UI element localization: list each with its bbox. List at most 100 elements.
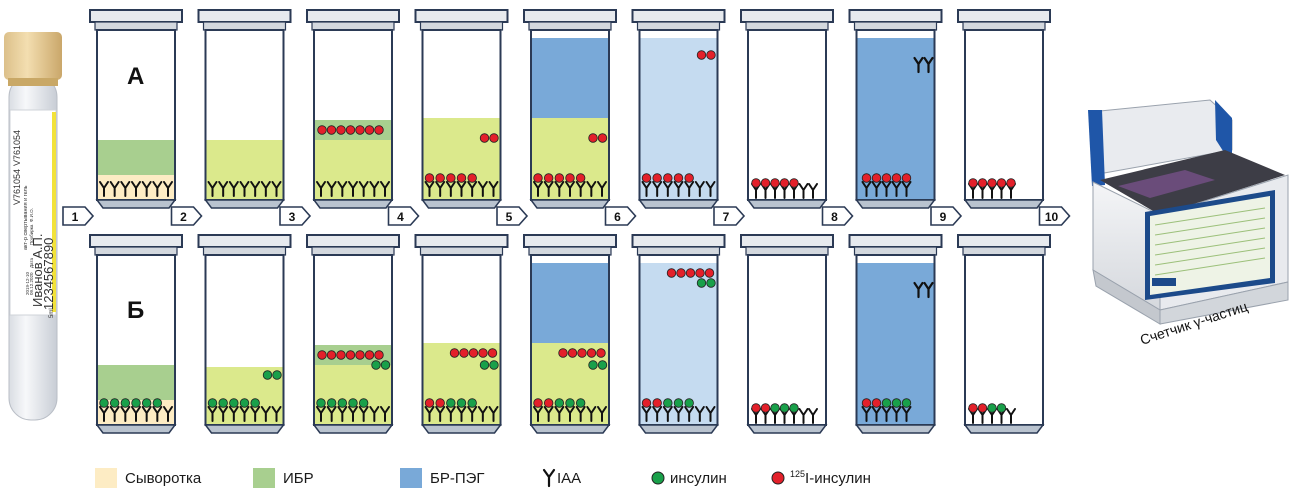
tube-bottom <box>312 424 394 434</box>
antibody-iaa <box>477 406 488 422</box>
tube-bottom <box>529 199 611 209</box>
free-labeled-insulin <box>666 268 677 278</box>
antibody-iaa <box>1006 408 1016 424</box>
tube-cap <box>197 9 292 23</box>
antibody-iaa <box>250 406 261 422</box>
antibody-row <box>533 406 607 422</box>
antibody-iaa <box>597 406 607 422</box>
test-tube <box>523 234 617 434</box>
step-number: 3 <box>289 210 296 224</box>
sample-id-2: V761054 <box>12 169 22 205</box>
peg-swatch <box>400 468 422 488</box>
patient-name: Иванов А.П. <box>30 234 45 308</box>
step-marker: 9 <box>930 206 963 226</box>
bound-labeled-insulin <box>533 173 543 183</box>
antibody-iaa <box>533 181 543 197</box>
antibody-iaa <box>554 406 565 422</box>
free-labeled-insulin <box>478 348 488 358</box>
sample-field-1: Ф.И.О. <box>29 208 34 222</box>
antibody-iaa <box>554 181 565 197</box>
bound-insulin <box>152 398 163 408</box>
tube-rim <box>853 246 938 256</box>
antibody-row <box>316 406 390 422</box>
bound-labeled-insulin <box>575 173 586 183</box>
labeled_insulin-dot <box>771 471 785 485</box>
step-marker: 3 <box>279 206 312 226</box>
antibody-iaa <box>326 181 337 197</box>
antibody-iaa <box>120 181 131 197</box>
bound-labeled-insulin <box>871 173 882 183</box>
bound-insulin <box>316 398 326 408</box>
free-labeled-insulin <box>567 348 578 358</box>
tube-rim <box>853 21 938 31</box>
antibody-iaa <box>141 181 152 197</box>
antibody-iaa <box>207 181 218 197</box>
step-number: 8 <box>831 210 838 224</box>
test-tube <box>197 234 292 434</box>
antibody-iaa <box>456 406 467 422</box>
bound-insulin <box>337 398 348 408</box>
antibody-iaa <box>163 406 173 422</box>
antibody-iaa <box>435 406 446 422</box>
bound-insulin <box>467 398 477 408</box>
bound-insulin <box>239 398 250 408</box>
bound-insulin <box>141 398 152 408</box>
antibody-iaa <box>316 181 326 197</box>
antibody-iaa <box>456 181 467 197</box>
free-labeled-insulin <box>326 350 337 360</box>
blood-sample-tube: V761054 V761054 акт-р свертывания и гель… <box>4 32 62 421</box>
free-insulin <box>489 360 499 370</box>
antibody-row <box>641 181 716 197</box>
antibody-row <box>533 181 607 197</box>
test-tube <box>848 9 943 209</box>
step-marker: 1 <box>62 206 95 226</box>
bound-insulin <box>996 403 1007 413</box>
legend-label: 125I-инсулин <box>790 469 871 487</box>
step-marker: 5 <box>496 206 529 226</box>
antibody-iaa <box>565 406 575 422</box>
antibody-iaa <box>881 181 892 197</box>
antibody-iaa <box>239 406 250 422</box>
free-labeled-insulin <box>345 350 356 360</box>
tube-cap <box>306 234 400 248</box>
bound-labeled-insulin <box>543 398 554 408</box>
step-number: 9 <box>940 210 947 224</box>
antibody-iaa <box>435 181 446 197</box>
tube-rim <box>636 21 721 31</box>
gamma-counter-device: Счетчик γ-частиц <box>1088 99 1289 348</box>
tube-bottom <box>855 424 936 434</box>
free-labeled-insulin <box>326 125 337 135</box>
step-number: 6 <box>614 210 621 224</box>
bound-labeled-insulin <box>871 398 882 408</box>
test-tube <box>957 234 1051 434</box>
step-marker: 7 <box>713 206 746 226</box>
antibody-iaa <box>380 406 390 422</box>
free-labeled-insulin <box>449 348 460 358</box>
step-number: 10 <box>1045 210 1059 224</box>
bound-labeled-insulin <box>751 403 761 413</box>
antibody-iaa <box>228 181 239 197</box>
ibr-layer <box>97 365 175 400</box>
tube-bottom <box>529 424 611 434</box>
antibody-iaa <box>424 181 435 197</box>
antibody-iaa <box>348 181 358 197</box>
step-marker: 4 <box>387 206 420 226</box>
step-arrow <box>821 206 854 226</box>
test-tube <box>957 9 1051 209</box>
antibody-iaa <box>131 406 141 422</box>
tube-rim <box>202 21 287 31</box>
free-labeled-insulin <box>586 348 597 358</box>
sample-label <box>9 109 57 316</box>
test-tube <box>523 9 617 209</box>
test-tube <box>306 234 400 434</box>
antibody-iaa <box>597 181 607 197</box>
antibody-row <box>99 406 173 422</box>
tube-bottom <box>421 199 502 209</box>
bound-labeled-insulin <box>760 178 771 188</box>
antibody-iaa <box>662 181 673 197</box>
legend-label: БР-ПЭГ <box>430 470 485 487</box>
free-labeled-insulin <box>558 348 568 358</box>
bound-insulin <box>207 398 218 408</box>
free-labeled-insulin <box>468 348 479 358</box>
antibody-iaa <box>891 406 902 422</box>
